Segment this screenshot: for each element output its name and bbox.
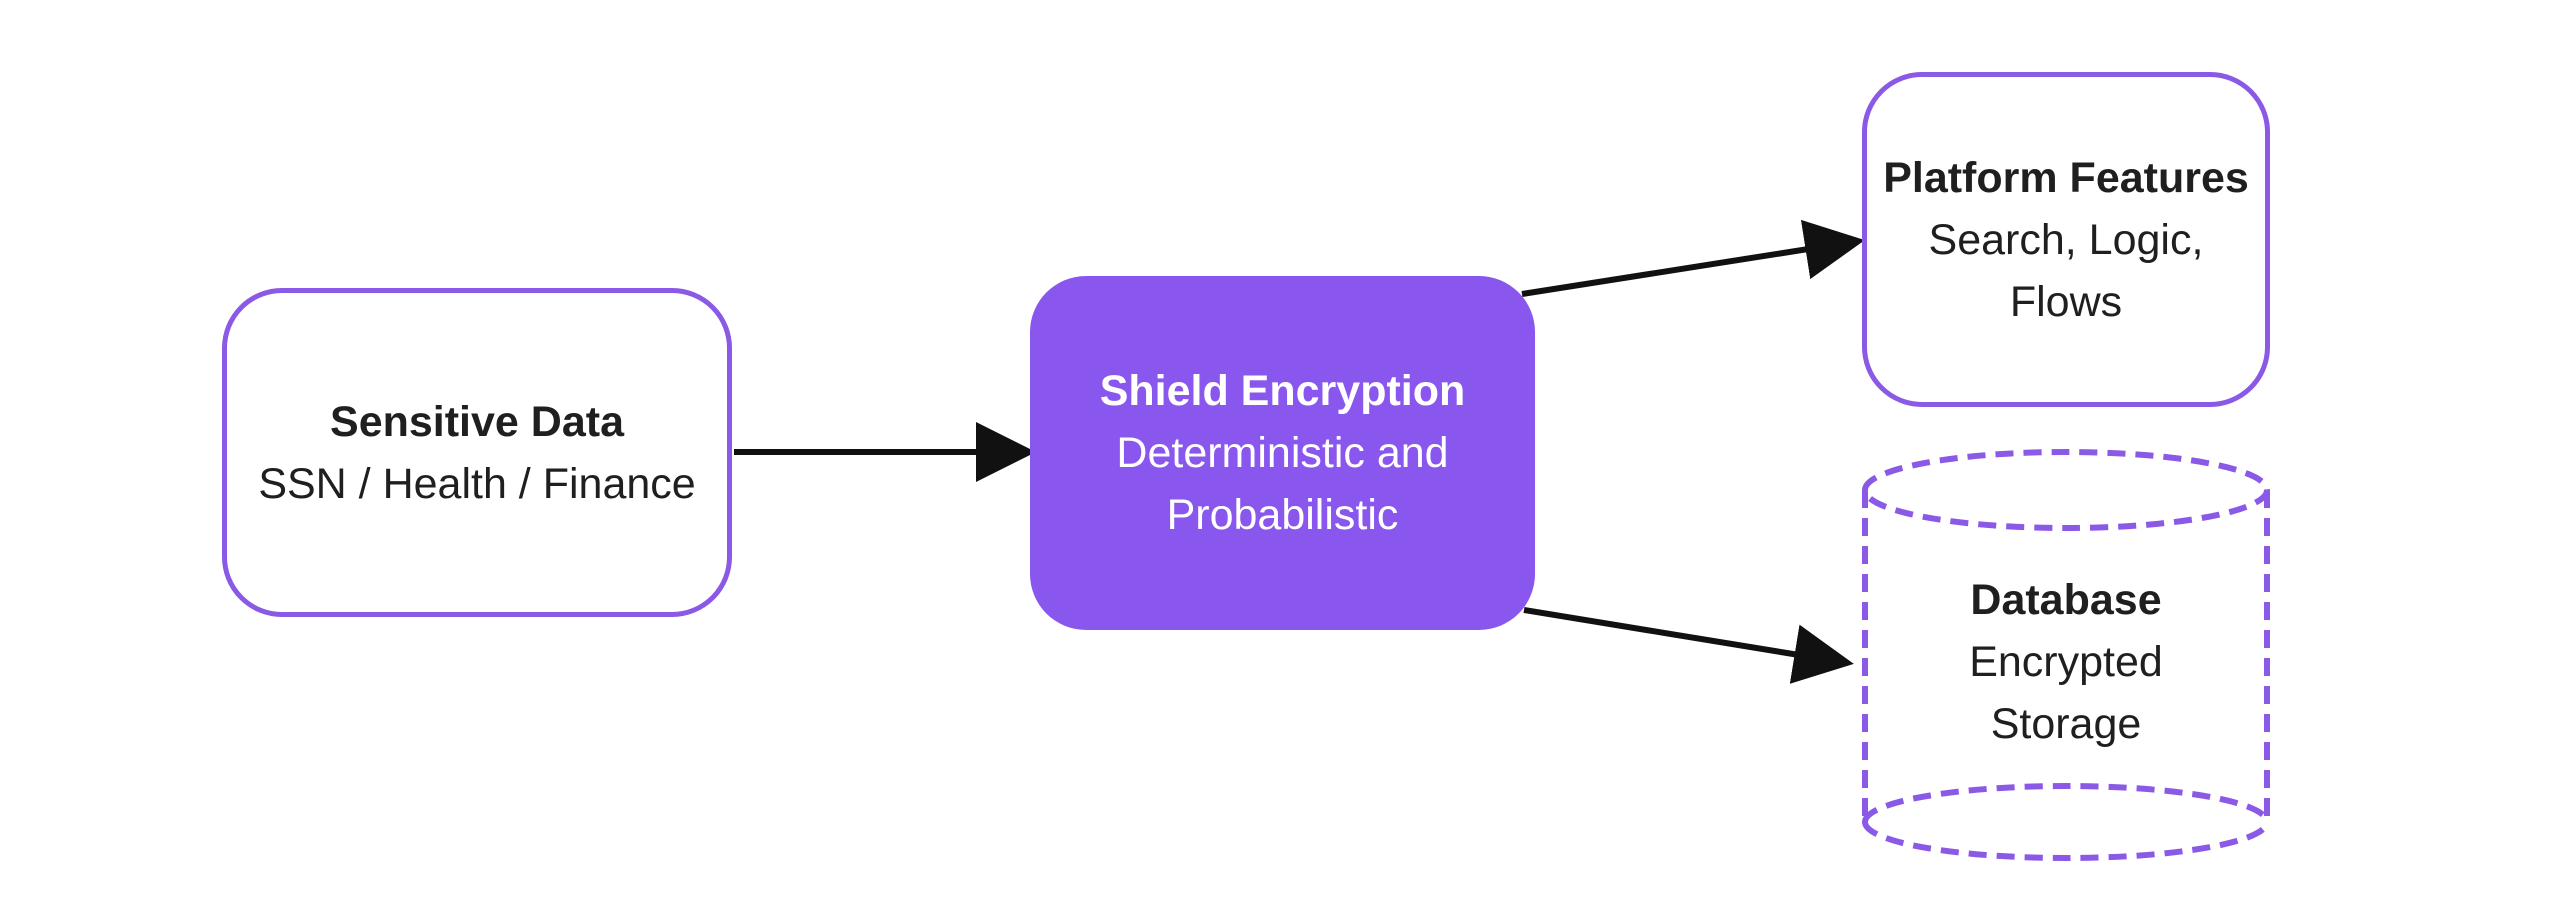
shield-encryption-node: Shield Encryption Deterministic and Prob…	[1030, 276, 1535, 630]
database-title: Database	[1970, 576, 2162, 624]
database-label: Database Encrypted Storage	[1916, 569, 2216, 755]
shield-encryption-subtitle: Deterministic and Probabilistic	[1116, 429, 1449, 539]
sensitive-data-subtitle: SSN / Health / Finance	[258, 459, 696, 508]
arrow-shield-to-database	[1523, 607, 1854, 684]
database-cylinder-icon	[1862, 449, 2270, 861]
sensitive-data-title: Sensitive Data	[330, 397, 624, 446]
platform-features-node: Platform Features Search, Logic, Flows	[1862, 72, 2270, 407]
database-subtitle: Encrypted Storage	[1969, 638, 2163, 748]
sensitive-data-node: Sensitive Data SSN / Health / Finance	[222, 288, 732, 617]
shield-encryption-title: Shield Encryption	[1099, 367, 1466, 415]
arrow-shield-to-platform	[1521, 219, 1865, 297]
database-node: Database Encrypted Storage	[1862, 449, 2270, 862]
platform-features-subtitle: Search, Logic, Flows	[1928, 215, 2204, 326]
platform-features-title: Platform Features	[1883, 153, 2249, 202]
